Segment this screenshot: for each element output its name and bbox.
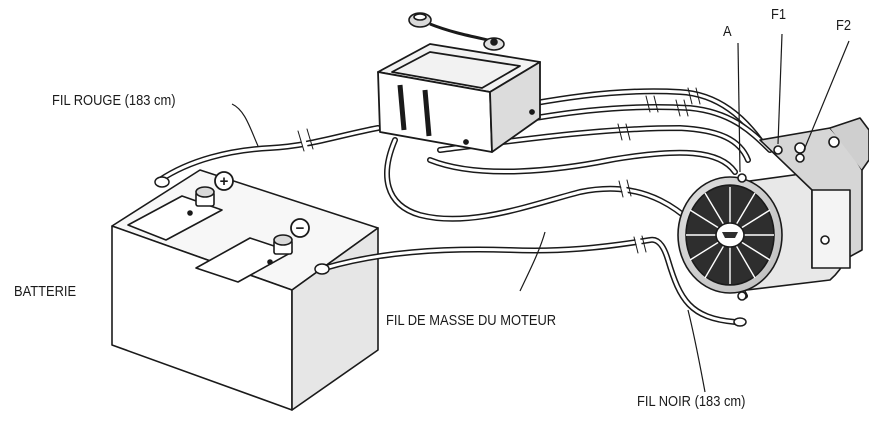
red-wire-break-1 — [297, 127, 309, 153]
red-wire-label: FIL ROUGE (183 cm) — [52, 92, 176, 109]
motor-ground-leader — [519, 231, 546, 292]
svg-text:+: + — [220, 173, 229, 190]
terminal-a-stud — [737, 173, 747, 183]
black-wire-leader — [687, 309, 706, 393]
black-wire-label: FIL NOIR (183 cm) — [637, 393, 746, 410]
negative-sign: − — [290, 218, 310, 238]
terminal-f2-label: F2 — [836, 17, 852, 34]
motor-ground-label: FIL DE MASSE DU MOTEUR — [386, 312, 557, 329]
red-wire-leader — [231, 103, 259, 147]
terminal-a-leader — [737, 42, 741, 173]
terminal-f2-stud — [795, 153, 805, 163]
contactor-cap — [408, 12, 505, 51]
red-wire — [154, 125, 381, 188]
svg-text:−: − — [296, 220, 305, 237]
terminal-f1-stud — [773, 145, 783, 155]
battery-side — [291, 227, 379, 411]
negative-cable — [314, 233, 747, 327]
battery-cell-cover-1 — [127, 195, 223, 241]
winch-motor — [677, 117, 869, 301]
positive-terminal — [187, 186, 215, 216]
negative-terminal — [267, 234, 293, 265]
leader-lines — [231, 33, 850, 393]
motor-ground-wire — [384, 137, 748, 299]
terminal-f1-leader — [777, 33, 783, 145]
terminal-f1-label: F1 — [771, 6, 787, 23]
terminal-a-label: A — [723, 23, 732, 40]
battery — [111, 169, 379, 411]
contactor-box — [377, 43, 541, 153]
terminal-f2-leader — [803, 40, 850, 151]
contactor-side — [489, 61, 541, 153]
battery-label: BATTERIE — [14, 283, 77, 300]
positive-sign: + — [214, 171, 234, 191]
